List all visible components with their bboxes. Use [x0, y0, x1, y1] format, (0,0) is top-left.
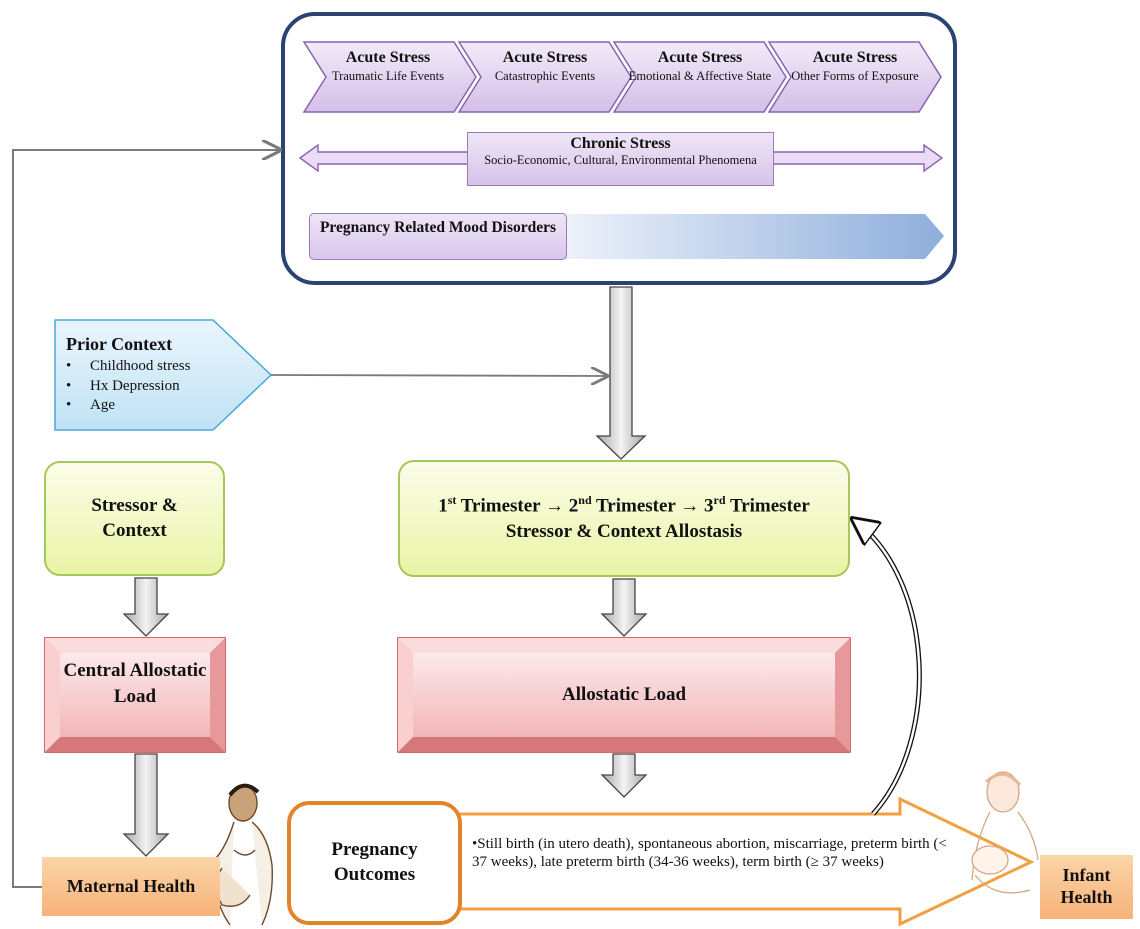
prior-context: Prior Context • Childhood stress • Hx Depr… [66, 334, 266, 416]
trimester-number: 2 [568, 495, 579, 517]
bullet: • [66, 377, 72, 394]
pregnancy-outcomes-box: Pregnancy Outcomes [287, 801, 462, 925]
chronic-title: Chronic Stress [570, 135, 671, 152]
acute-sub: Emotional & Affective State [628, 69, 772, 84]
bullet: • [66, 397, 72, 413]
mood-disorders-box: Pregnancy Related Mood Disorders [309, 213, 567, 260]
feedback-line [12, 150, 280, 888]
trimester-number: 1 [438, 495, 448, 517]
gray-arrow-frame-to-trimester [595, 286, 647, 460]
acute-chevron-3 [612, 41, 787, 113]
list-item: • Age [66, 396, 266, 416]
gray-arrow-load-to-outcomes [600, 753, 648, 798]
trimester-sequence: 1st Trimester → 2nd Trimester → 3rd Trim… [438, 492, 810, 519]
ordinal-suffix: rd [713, 493, 726, 508]
trimester-word: Trimester → [456, 495, 569, 517]
curved-feedback-arrow [852, 517, 922, 816]
pregnancy-outcomes-label: Pregnancy Outcomes [331, 839, 418, 885]
acute-stress-2: Acute Stress Catastrophic Events [470, 49, 620, 84]
trimester-box: 1st Trimester → 2nd Trimester → 3rd Trim… [398, 460, 850, 577]
trimester-word: Trimester [725, 495, 810, 517]
prior-to-main-arrow [270, 375, 607, 376]
acute-chevron-1 [302, 41, 477, 113]
prior-context-title: Prior Context [66, 334, 173, 354]
trimester-number: 3 [704, 495, 714, 517]
mother-infant-illustration [971, 771, 1039, 894]
list-item: • Hx Depression [66, 377, 266, 397]
ordinal-suffix: st [447, 493, 457, 508]
gray-arrow-central-to-maternal [122, 753, 170, 857]
acute-title: Acute Stress [657, 49, 743, 66]
pregnant-woman-illustration [213, 783, 273, 926]
acute-sub: Catastrophic Events [494, 69, 596, 84]
acute-stress-4: Acute Stress Other Forms of Exposure [780, 49, 930, 84]
maternal-health-box: Maternal Health [42, 857, 220, 916]
acute-stress-3: Acute Stress Emotional & Affective State [625, 49, 775, 84]
allostatic-load-bevel [397, 637, 851, 753]
prior-item: Childhood stress [90, 358, 191, 374]
prior-context-list: • Childhood stress • Hx Depression • Age [66, 357, 266, 416]
acute-sub: Other Forms of Exposure [791, 69, 919, 84]
acute-title: Acute Stress [345, 49, 431, 66]
infant-health-box: Infant Health [1040, 855, 1133, 919]
outcomes-big-arrow [453, 796, 1035, 927]
acute-title: Acute Stress [812, 49, 898, 66]
outcomes-list: •Still birth (in utero death), spontaneo… [472, 836, 947, 870]
chronic-sub: Socio-Economic, Cultural, Environmental … [484, 152, 757, 167]
infant-health-label: Infant Health [1060, 865, 1113, 907]
bullet: • [66, 358, 72, 374]
gray-arrow-stressor-to-central [122, 577, 170, 637]
acute-chevron-2 [457, 41, 632, 113]
acute-sub: Traumatic Life Events [331, 69, 444, 84]
stressor-context-label: Stressor & Context [91, 494, 178, 541]
list-item: • Childhood stress [66, 357, 266, 377]
acute-title: Acute Stress [502, 49, 588, 66]
prior-item: Age [90, 397, 115, 413]
allostatic-load-label: Allostatic Load [561, 684, 687, 705]
prior-context-shape [54, 319, 273, 431]
ordinal-suffix: nd [578, 493, 592, 508]
allostasis-label: Stressor & Context Allostasis [505, 521, 743, 543]
central-load-label: Central Allostatic Load [63, 660, 207, 707]
acute-chevron-4 [767, 41, 942, 113]
central-load-bevel [44, 637, 226, 753]
trimester-word: Trimester → [591, 495, 705, 517]
mood-fade-arrow [560, 214, 944, 259]
chronic-stress-box: Chronic Stress Socio-Economic, Cultural,… [467, 132, 774, 186]
acute-stress-1: Acute Stress Traumatic Life Events [313, 49, 463, 84]
prior-item: Hx Depression [90, 377, 180, 394]
gray-arrow-trimester-to-load [600, 578, 648, 637]
stressor-context-box: Stressor & Context [44, 461, 225, 576]
